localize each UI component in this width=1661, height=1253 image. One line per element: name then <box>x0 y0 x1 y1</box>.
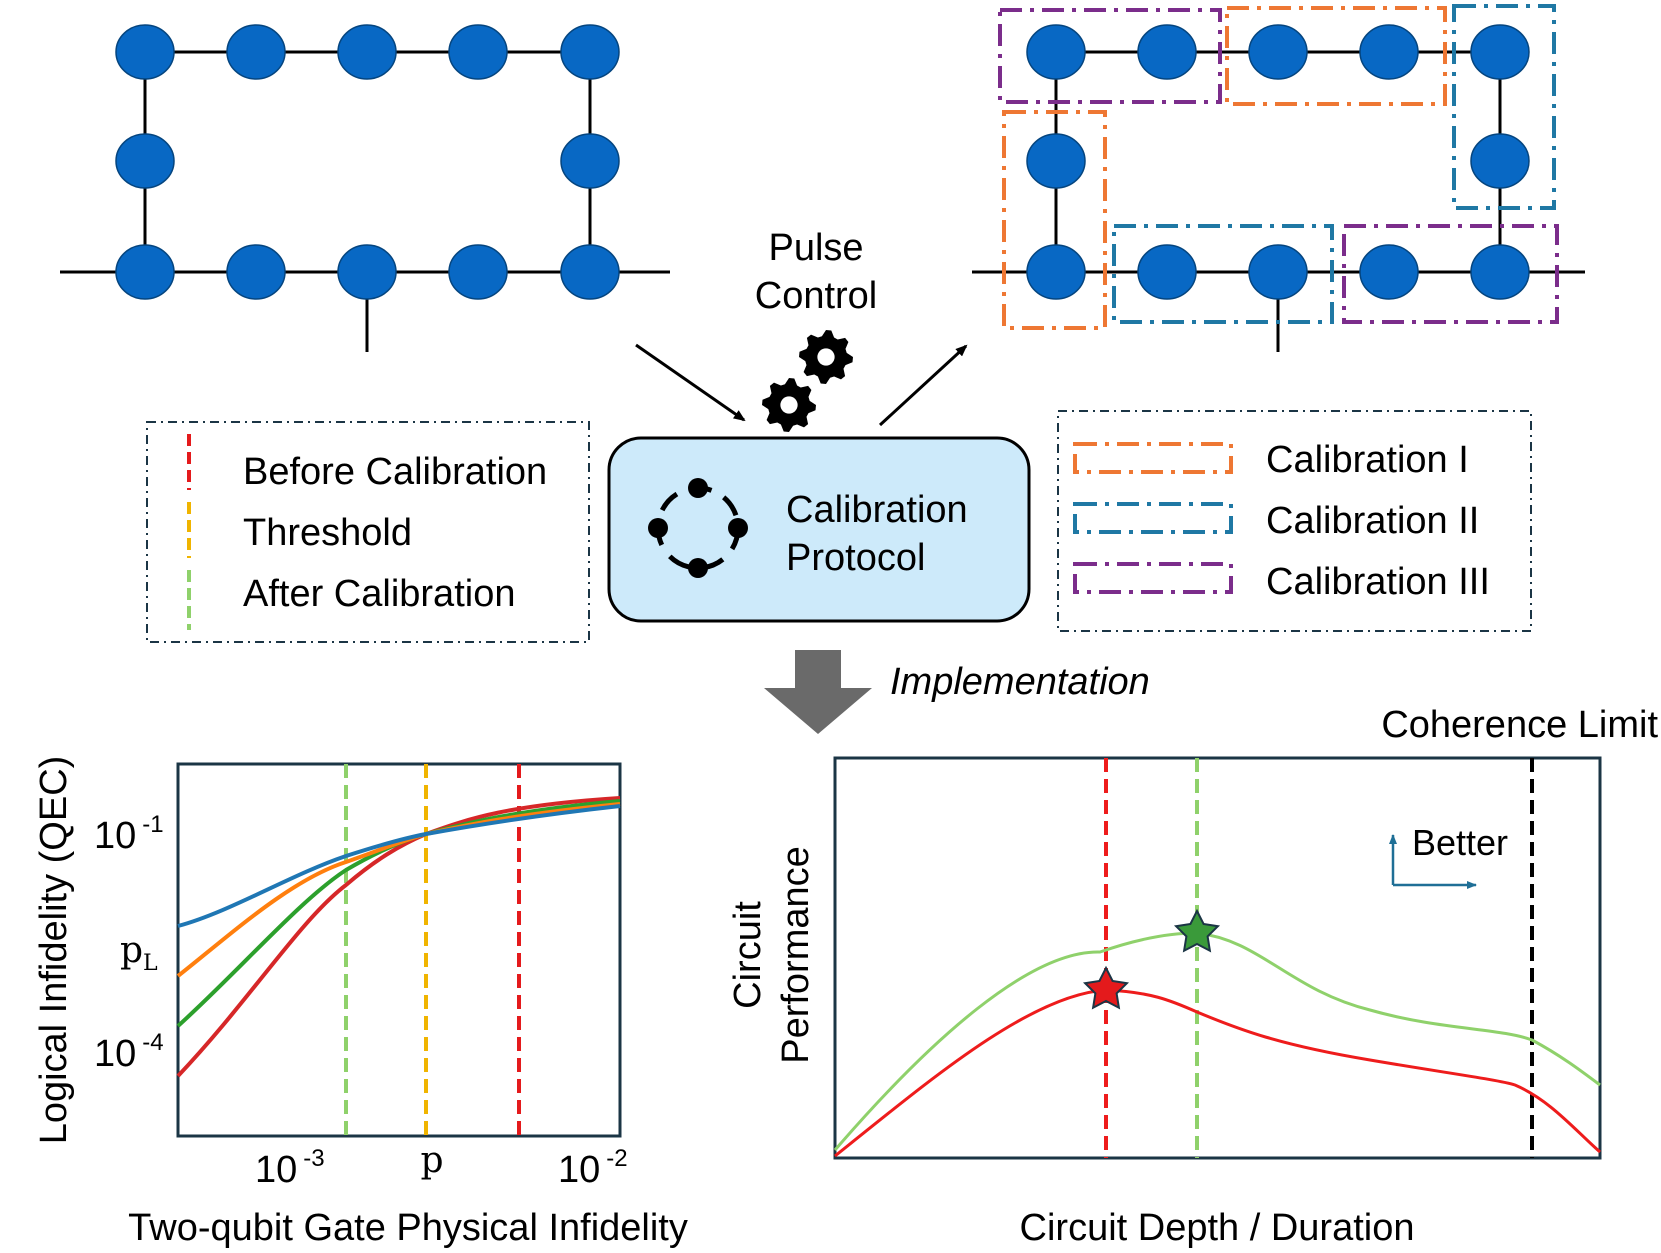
right-legend: Calibration I Calibration II Calibration… <box>1057 410 1532 632</box>
qec-curve-red <box>176 796 621 1078</box>
qubit-node <box>1026 24 1530 300</box>
legend-label-threshold: Threshold <box>243 512 412 554</box>
arrow-to-protocol <box>635 343 746 422</box>
qec-ytick-pl: pL <box>120 930 158 976</box>
legend-label-calibration-i: Calibration I <box>1266 439 1469 481</box>
qec-ylabel: Logical Infidelity (QEC) <box>33 756 75 1145</box>
gear-icon <box>762 330 853 432</box>
qec-xlabel: Two-qubit Gate Physical Infidelity <box>128 1207 688 1249</box>
calibration-iii-box <box>1342 224 1559 324</box>
down-arrow <box>764 650 872 734</box>
pulse-control-line2: Control <box>755 275 878 317</box>
legend-label-calibration-ii: Calibration II <box>1266 500 1479 542</box>
qec-xtick-left: 10-3 <box>255 1145 325 1191</box>
cycle-icon <box>648 478 748 578</box>
calibration-ii-box <box>1452 4 1556 210</box>
qec-ytick-top: 10-1 <box>94 811 164 857</box>
qec-curve-orange <box>176 802 621 978</box>
legend-swatch-calibration-i <box>1073 442 1233 474</box>
qec-xtick-mid: p <box>420 1140 443 1181</box>
calibration-protocol-box: Calibration Protocol <box>607 436 1031 623</box>
performance-plot: Better Coherence Limit Circuit Performan… <box>727 704 1658 1249</box>
legend-label-calibration-iii: Calibration III <box>1266 561 1490 603</box>
pulse-control-line1: Pulse <box>768 227 863 269</box>
qec-curve-green <box>176 799 621 1028</box>
qec-xtick-right: 10-2 <box>558 1145 628 1191</box>
coherence-limit-label: Coherence Limit <box>1381 704 1658 746</box>
calibration-ii-box <box>1112 224 1334 324</box>
implementation-label: Implementation <box>890 661 1150 703</box>
calibration-iii-box <box>998 8 1222 104</box>
legend-label-after: After Calibration <box>243 573 515 615</box>
performance-plot-frame <box>833 756 1602 1160</box>
legend-swatch-calibration-iii <box>1073 562 1233 594</box>
perf-curve-after <box>833 931 1601 1151</box>
perf-xlabel: Circuit Depth / Duration <box>1020 1207 1415 1249</box>
arrow-from-protocol <box>878 344 968 427</box>
perf-curve-before <box>834 988 1601 1158</box>
legend-label-before: Before Calibration <box>243 451 547 493</box>
qec-plot-frame <box>176 762 622 1138</box>
lattice-after <box>972 4 1585 352</box>
qubit-node <box>115 24 620 300</box>
qec-ytick-bottom: 10-4 <box>94 1029 164 1075</box>
lattice-before <box>60 24 670 352</box>
better-label: Better <box>1412 822 1508 863</box>
better-arrow-icon <box>1389 834 1477 889</box>
protocol-line2: Protocol <box>786 537 925 579</box>
left-legend: Before Calibration Threshold After Calib… <box>146 421 590 643</box>
perf-ylabel-line2: Performance <box>775 846 817 1064</box>
calibration-i-box <box>1225 6 1447 106</box>
protocol-line1: Calibration <box>786 489 968 531</box>
qec-curve-blue <box>177 804 621 928</box>
qec-plot: 10-1 pL 10-4 10-3 p 10-2 Logical Infidel… <box>33 756 688 1249</box>
perf-ylabel-line1: Circuit <box>727 901 769 1009</box>
star-after-icon <box>1173 908 1221 953</box>
calibration-i-box <box>1002 110 1107 330</box>
legend-swatch-calibration-ii <box>1073 502 1233 534</box>
star-before-icon <box>1082 965 1130 1010</box>
